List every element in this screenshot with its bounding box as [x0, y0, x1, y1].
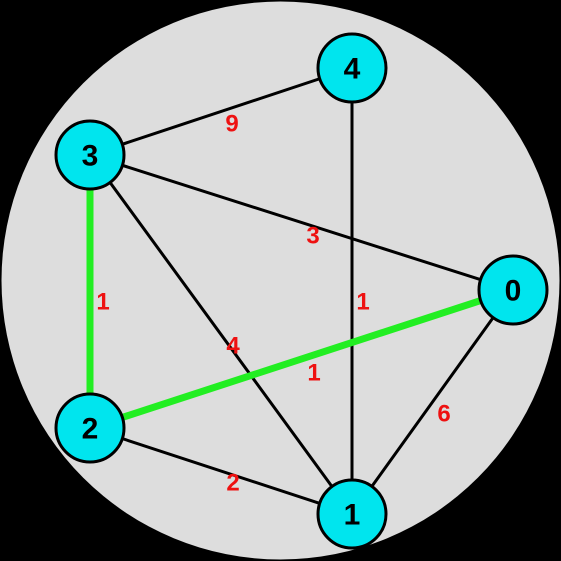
edge-3-0 — [88, 153, 515, 292]
edge-weight-2-1: 2 — [226, 470, 239, 497]
nodes-layer: 0 1 2 3 4 — [54, 32, 549, 550]
node-circle-2 — [54, 392, 126, 464]
node-3: 3 — [54, 119, 126, 191]
edge-3-4 — [88, 66, 354, 157]
edge-weight-3-4: 9 — [225, 111, 238, 138]
node-label-4: 4 — [344, 53, 361, 86]
edge-3-1 — [88, 153, 354, 516]
node-circle-3 — [54, 119, 126, 191]
edge-0-1 — [350, 288, 515, 516]
edge-weight-0-1: 6 — [437, 401, 450, 428]
edge-weight-3-0: 3 — [306, 223, 319, 250]
node-label-2: 2 — [82, 413, 99, 446]
edge-2-1 — [88, 426, 354, 516]
node-circle-4 — [316, 32, 388, 104]
node-label-3: 3 — [82, 140, 99, 173]
node-2: 2 — [54, 392, 126, 464]
node-circle-1 — [316, 478, 388, 550]
node-1: 1 — [316, 478, 388, 550]
node-4: 4 — [316, 32, 388, 104]
node-circle-0 — [477, 254, 549, 326]
node-0: 0 — [477, 254, 549, 326]
node-label-0: 0 — [505, 275, 522, 308]
edge-weight-3-1: 4 — [226, 333, 240, 360]
node-label-1: 1 — [344, 499, 361, 532]
edge-weight-2-0: 1 — [307, 360, 320, 387]
weights-layer: 9 3 1 4 1 1 6 2 — [96, 111, 450, 497]
edges-layer — [86, 66, 517, 516]
edge-2-0-highlighted — [86, 286, 517, 432]
edge-weight-4-1: 1 — [356, 289, 369, 316]
edge-weight-3-2: 1 — [96, 289, 109, 316]
